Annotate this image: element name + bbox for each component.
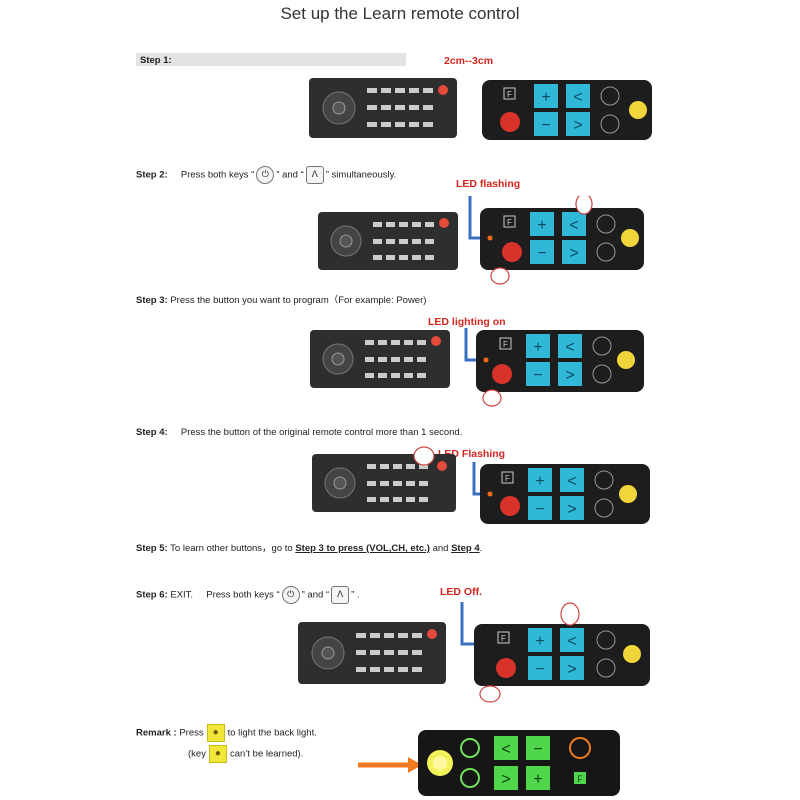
svg-text:+: + xyxy=(533,771,542,788)
svg-text:>: > xyxy=(567,501,576,518)
remark-line-1: Remark : Press●to light the back light. xyxy=(136,724,317,742)
backlit-remote: < > − + F xyxy=(358,730,620,796)
svg-text:<: < xyxy=(567,633,576,650)
svg-text:>: > xyxy=(567,661,576,678)
bulb-key-icon-2: ● xyxy=(208,745,227,763)
svg-text:−: − xyxy=(533,367,542,384)
step4-text: Step 4: Press the button of the original… xyxy=(136,427,463,438)
svg-text:F: F xyxy=(507,90,512,99)
svg-text:−: − xyxy=(541,117,550,134)
svg-text:+: + xyxy=(535,473,544,490)
step3-text: Step 3: Press the button you want to pro… xyxy=(136,295,427,306)
led-flashing-label: LED flashing xyxy=(456,178,521,190)
page-title: Set up the Learn remote control xyxy=(280,4,520,23)
learn-remote-2: F + − < > xyxy=(468,196,644,285)
svg-text:>: > xyxy=(569,245,578,262)
svg-text:F: F xyxy=(503,340,508,349)
svg-text:F: F xyxy=(501,634,506,643)
svg-text:+: + xyxy=(535,633,544,650)
power-key-icon: ⏻ xyxy=(256,166,275,184)
step2-text: Step 2: Press both keys “⏻” and “Λ” simu… xyxy=(136,166,396,184)
learn-remote-1: F + − < > xyxy=(482,80,652,140)
svg-text:+: + xyxy=(533,339,542,356)
ch-up-key-icon: Λ xyxy=(305,166,324,184)
svg-text:−: − xyxy=(535,501,544,518)
original-remote-1 xyxy=(309,78,457,138)
step3-reference: Step 3 to press (VOL,CH, etc.) xyxy=(295,543,430,554)
learn-remote-4: F + − < > xyxy=(472,462,650,524)
svg-text:F: F xyxy=(577,774,583,784)
svg-text:F: F xyxy=(505,474,510,483)
power-key-icon-2: ⏻ xyxy=(281,586,300,604)
svg-text:<: < xyxy=(569,217,578,234)
svg-text:<: < xyxy=(573,89,582,106)
svg-text:+: + xyxy=(541,89,550,106)
step1-bar xyxy=(136,53,406,66)
step4-reference: Step 4 xyxy=(451,543,480,554)
svg-text:>: > xyxy=(501,771,510,788)
svg-text:>: > xyxy=(565,367,574,384)
svg-text:−: − xyxy=(537,245,546,262)
learn-remote-6: F + − < > xyxy=(460,602,650,703)
svg-text:<: < xyxy=(501,741,510,758)
ch-up-key-icon-2: Λ xyxy=(331,586,350,604)
step5-text: Step 5: To learn other buttons，go to Ste… xyxy=(136,543,483,554)
original-remote-6 xyxy=(298,622,446,684)
original-remote-2 xyxy=(318,212,458,270)
learn-remote-3: F + − < > xyxy=(464,328,644,407)
step6-text: Step 6: EXIT. Press both keys “⏻” and “Λ… xyxy=(136,586,360,604)
distance-label: 2cm--3cm xyxy=(444,55,494,67)
svg-text:<: < xyxy=(565,339,574,356)
original-remote-3 xyxy=(310,330,450,388)
svg-text:−: − xyxy=(533,741,542,758)
svg-text:+: + xyxy=(537,217,546,234)
original-remote-4 xyxy=(312,446,456,512)
svg-text:>: > xyxy=(573,117,582,134)
led-off-label: LED Off. xyxy=(440,586,482,598)
svg-text:−: − xyxy=(535,661,544,678)
remark-line-2: (key●can’t be learned). xyxy=(188,745,303,763)
step1-label: Step 1: xyxy=(140,55,172,66)
svg-text:<: < xyxy=(567,473,576,490)
led-lighting-on-label: LED lighting on xyxy=(428,316,506,328)
svg-text:F: F xyxy=(507,218,512,227)
bulb-key-icon: ● xyxy=(206,724,225,742)
